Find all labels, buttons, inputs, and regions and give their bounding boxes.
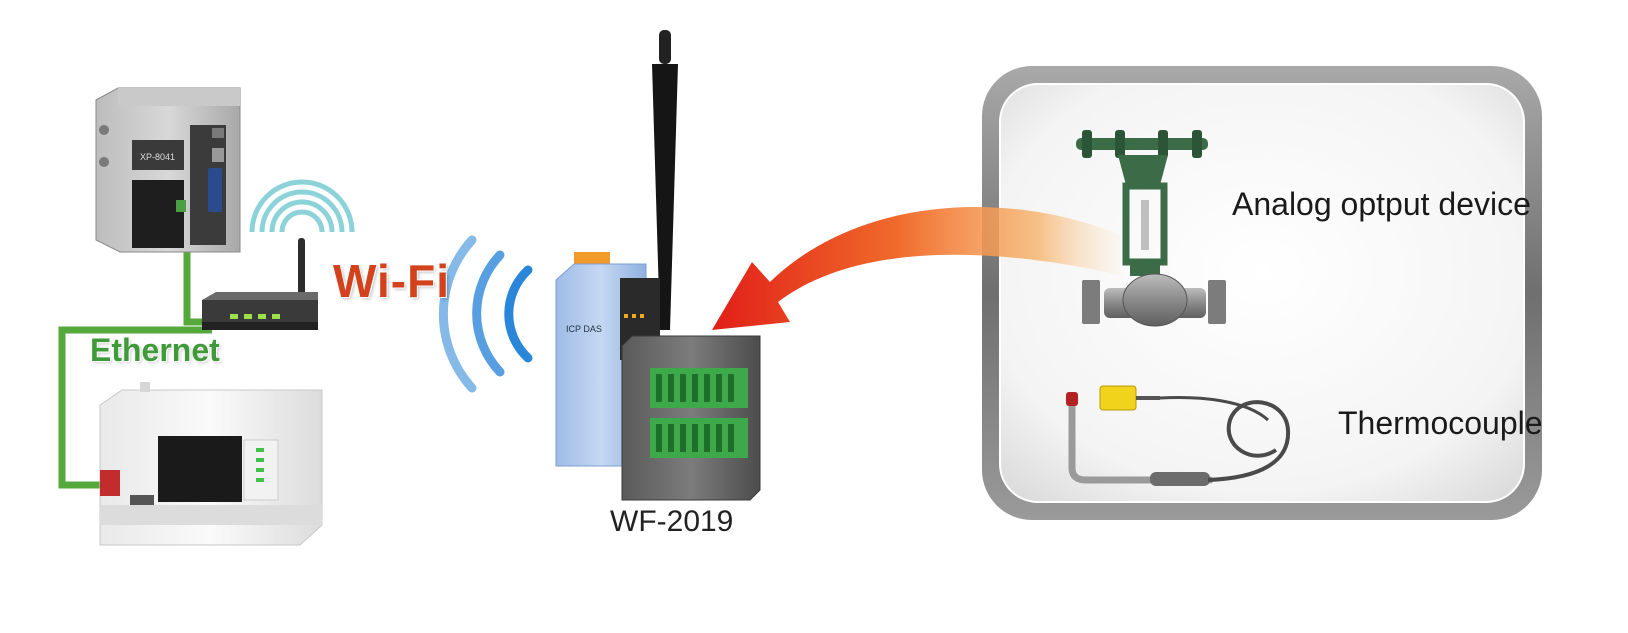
wireless-waves-icon: [438, 235, 533, 393]
wifi-module-icon: ICP DAS: [555, 30, 761, 501]
device-model-label: WF-2019: [610, 505, 734, 538]
thermocouple-icon: [1066, 385, 1291, 486]
control-valve-icon: [1076, 130, 1226, 327]
analog-output-label: Analog optput device: [1232, 186, 1531, 222]
sensor-panel: [982, 66, 1542, 520]
plc-controller-icon: XP-8041: [95, 87, 241, 253]
curved-arrow-icon: [712, 207, 1120, 330]
ethernet-label: Ethernet: [90, 332, 220, 368]
thermocouple-label: Thermocouple: [1338, 405, 1543, 441]
wifi-label: Wi-Fi: [333, 255, 450, 307]
plc-brand-text: XP-8041: [140, 152, 175, 162]
wifi-router-icon: [202, 179, 355, 330]
plc-compact-icon: [99, 382, 323, 546]
module-brand-text: ICP DAS: [566, 324, 602, 334]
